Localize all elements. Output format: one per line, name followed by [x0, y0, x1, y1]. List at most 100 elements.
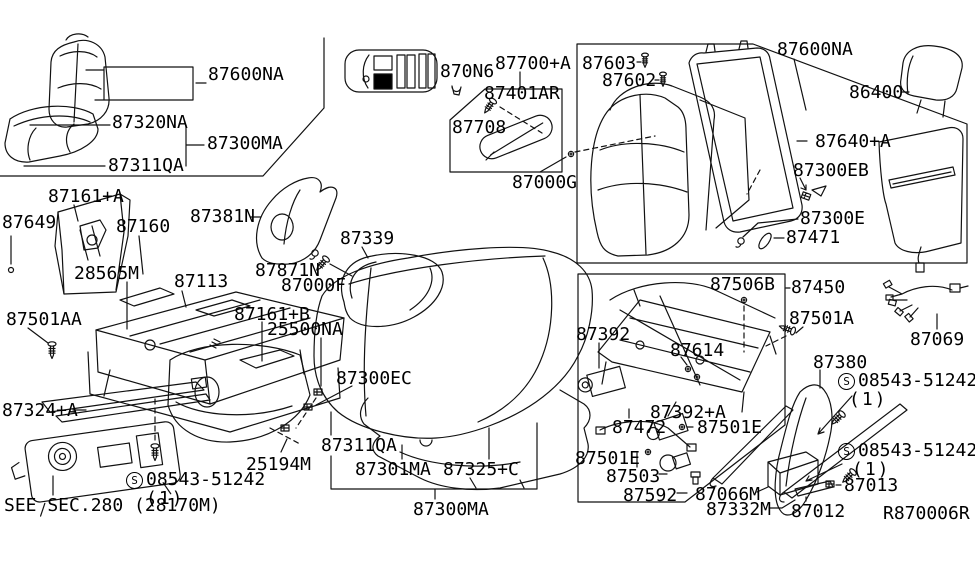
part-label-87320na: 87320NA: [112, 112, 188, 133]
part-label-87300ma-left: 87300MA: [207, 133, 283, 154]
screw-icon: [641, 52, 649, 68]
sketch-side-cover: [55, 194, 130, 294]
part-label-87700a: 87700+A: [495, 53, 571, 74]
fasteners-bottom-right: [806, 396, 858, 486]
part-label-87161b: 87161+B: [234, 304, 310, 325]
part-label-87161a: 87161+A: [48, 186, 124, 207]
sketch-seat-track: [598, 283, 776, 412]
s-standard-part-icon: S: [126, 471, 143, 489]
part-number-text: 08543-51242: [858, 370, 975, 391]
part-label-87000f: 87000F: [281, 275, 347, 296]
sketch-seatback: [591, 83, 749, 256]
screw-icon: [47, 341, 57, 360]
part-label-28565m: 28565M: [74, 263, 140, 284]
part-label-87113: 87113: [174, 271, 229, 292]
part-label-87871n: 87871N: [255, 260, 321, 281]
part-label-87501e-lower: 87501E: [575, 448, 641, 469]
clip-icon: [800, 191, 812, 201]
sketch-back-board: [879, 128, 963, 272]
grommet-icon: [735, 237, 745, 248]
part-label-25194m: 25194M: [246, 454, 312, 475]
part-label-87708: 87708: [452, 117, 507, 138]
part-label-87501aa: 87501AA: [6, 309, 82, 330]
part-label-87392: 87392: [576, 324, 631, 345]
part-label-87602: 87602: [602, 70, 657, 91]
part-label-87640a: 87640+A: [815, 131, 891, 152]
sketch-recliner-cover: [257, 178, 337, 265]
part-label-87600na-right: 87600NA: [777, 39, 853, 60]
part-label-87614: 87614: [670, 340, 725, 361]
sketch-cushion-pad: [342, 254, 444, 327]
part-label-87300ma-center: 87300MA: [413, 499, 489, 520]
part-label-87013: 87013: [844, 475, 899, 496]
bolt-icon: [740, 296, 748, 304]
motor-icon: [644, 413, 688, 442]
part-label-87012: 87012: [791, 501, 846, 522]
leader-lines-left: [9, 67, 538, 499]
bolt-icon: [684, 365, 692, 373]
part-label-87311qa-left: 87311QA: [108, 155, 184, 176]
part-label-87450: 87450: [791, 277, 846, 298]
part-label-87472: 87472: [612, 417, 667, 438]
sketch-rail-trim: [710, 404, 907, 502]
part-label-87311qa-center: 87311QA: [321, 435, 397, 456]
fasteners-top-right: [637, 52, 909, 251]
bolt-icon: [644, 448, 652, 456]
strap-icon: [757, 231, 774, 250]
part-label-87300ec: 87300EC: [336, 368, 412, 389]
sketch-cushion-trim: [361, 390, 590, 490]
part-label-87471: 87471: [786, 227, 841, 248]
part-label-87000g: 87000G: [512, 172, 578, 193]
part-label-87506b: 87506B: [710, 274, 776, 295]
part-label-87160: 87160: [116, 216, 171, 237]
sketch-seat-side-shield: [775, 370, 832, 515]
part-label-87380: 87380: [813, 352, 868, 373]
vehicle-position-inset: [345, 50, 437, 92]
sketch-power-seat-unit: [8, 421, 183, 519]
part-label-87324a: 87324+A: [2, 400, 78, 421]
part-label-87501a: 87501A: [789, 308, 855, 329]
part-label-87503: 87503: [606, 466, 661, 487]
sketch-side-shield: [168, 344, 316, 444]
sketch-harness: [883, 280, 968, 329]
part-label-qty-upper: (1): [849, 389, 888, 410]
sketch-back-finisher: [689, 41, 826, 232]
part-label-87300eb: 87300EB: [793, 160, 869, 181]
screw-icon: [150, 443, 160, 462]
part-label-87501e-upper: 87501E: [697, 417, 763, 438]
part-label-qty-lower: (1): [852, 459, 891, 480]
part-label-25500na: 25500NA: [267, 319, 343, 340]
sketch-track-hardware: [576, 288, 803, 493]
sketch-slide-rail: [42, 377, 210, 422]
motor-icon: [660, 453, 690, 471]
part-label-87300e: 87300E: [800, 208, 866, 229]
part-label-87401ar: 87401AR: [484, 83, 560, 104]
part-label-87332m: 87332M: [706, 499, 772, 520]
sketch-seat-frame: [88, 288, 344, 432]
s-standard-part-icon: S: [838, 372, 855, 390]
part-label-87066m: 87066M: [695, 484, 761, 505]
part-label-87600na-left: 87600NA: [208, 64, 284, 85]
sketch-armrest: [452, 72, 655, 172]
motor-icon: [576, 366, 625, 399]
section-frames: [0, 38, 967, 502]
part-label-87069: 87069: [910, 329, 965, 350]
part-label-87339: 87339: [340, 228, 395, 249]
part-label-87325c: 87325+C: [443, 459, 519, 480]
bolt-icon: [678, 423, 686, 431]
bolt-icon: [567, 150, 575, 158]
part-number-text: 08543-51242: [146, 469, 266, 490]
part-label-drawing-code: R870006R: [883, 503, 970, 524]
part-number-text: 08543-51242: [858, 440, 975, 461]
part-label-86400: 86400: [849, 82, 904, 103]
part-label-87392a: 87392+A: [650, 402, 726, 423]
part-label-see-sec-280: SEE SEC.280 (28170M): [4, 495, 221, 516]
sketch-seat-cushion: [314, 247, 592, 438]
part-label-87381n: 87381N: [190, 206, 256, 227]
cable-icon: [600, 421, 690, 447]
